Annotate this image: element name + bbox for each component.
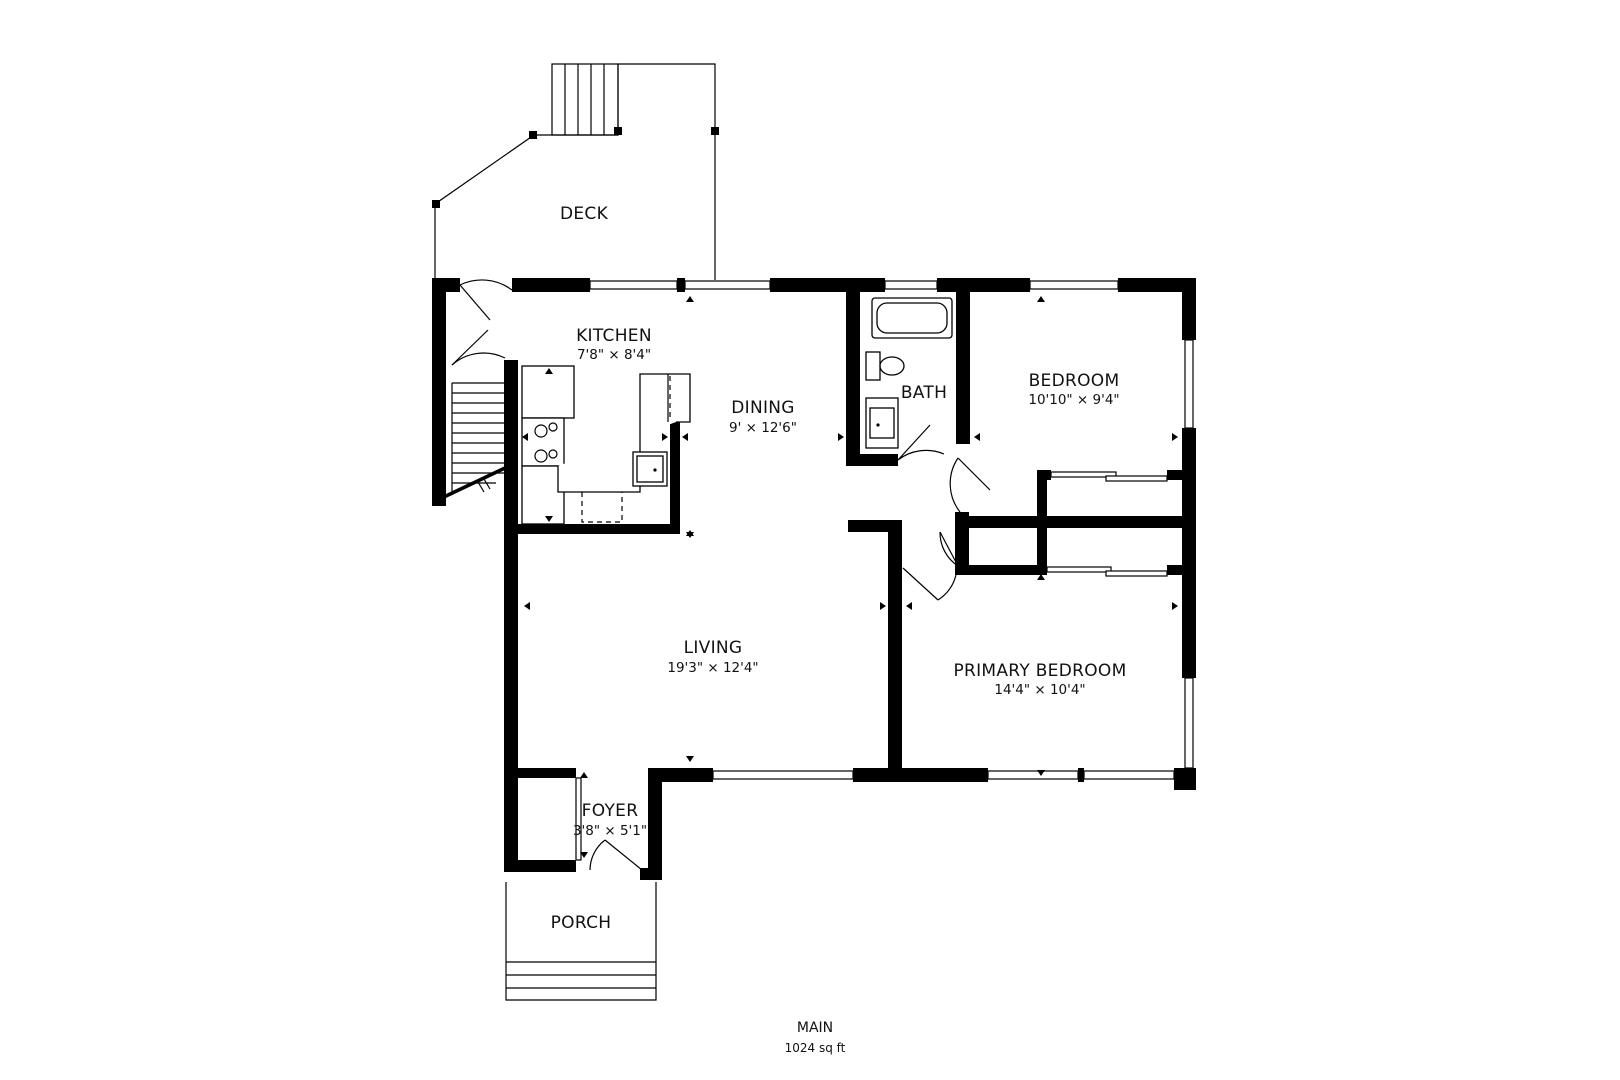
- kitchen-label: KITCHEN: [576, 326, 652, 346]
- bath-fixtures: [865, 297, 953, 449]
- room-labels: DECK KITCHEN 7'8" × 8'4" DINING 9' × 12'…: [551, 204, 1127, 933]
- bedroom-door: [949, 457, 991, 513]
- walls: [432, 278, 1196, 880]
- foyer-dims: 3'8" × 5'1": [573, 823, 647, 839]
- interior-stairs: [451, 382, 504, 495]
- bedroom-dims: 10'10" × 9'4": [1028, 392, 1119, 408]
- foyer-label: FOYER: [582, 801, 639, 821]
- kitchen-fixtures: [521, 365, 691, 525]
- kitchen-dims: 7'8" × 8'4": [577, 347, 651, 363]
- primary-bedroom-label: PRIMARY BEDROOM: [953, 661, 1126, 681]
- porch-label: PORCH: [551, 913, 612, 933]
- toilet-icon: [865, 351, 881, 381]
- floor-caption: MAIN 1024 sq ft: [785, 1020, 846, 1055]
- deck-stairs: [551, 63, 619, 136]
- deck-label: DECK: [560, 204, 609, 224]
- doors: [451, 279, 1168, 871]
- bedroom-label: BEDROOM: [1029, 371, 1120, 391]
- floor-area: 1024 sq ft: [785, 1041, 846, 1055]
- primary-bedroom-dims: 14'4" × 10'4": [994, 682, 1085, 698]
- deck-door: [459, 279, 513, 321]
- living-dims: 19'3" × 12'4": [667, 660, 758, 676]
- closet-sliders: [1046, 471, 1168, 577]
- porch: [505, 882, 657, 1001]
- hall-door: [939, 531, 959, 567]
- bath-door: [897, 424, 945, 461]
- deck: [432, 63, 719, 280]
- dining-dims: 9' × 12'6": [729, 420, 797, 436]
- bath-label: BATH: [901, 383, 947, 403]
- primary-bedroom-door: [902, 567, 957, 601]
- stair-door: [451, 329, 506, 366]
- dining-label: DINING: [731, 398, 795, 418]
- living-label: LIVING: [684, 638, 743, 658]
- floor-name: MAIN: [797, 1020, 833, 1036]
- front-door: [589, 839, 643, 871]
- dimension-markers: [522, 296, 1178, 858]
